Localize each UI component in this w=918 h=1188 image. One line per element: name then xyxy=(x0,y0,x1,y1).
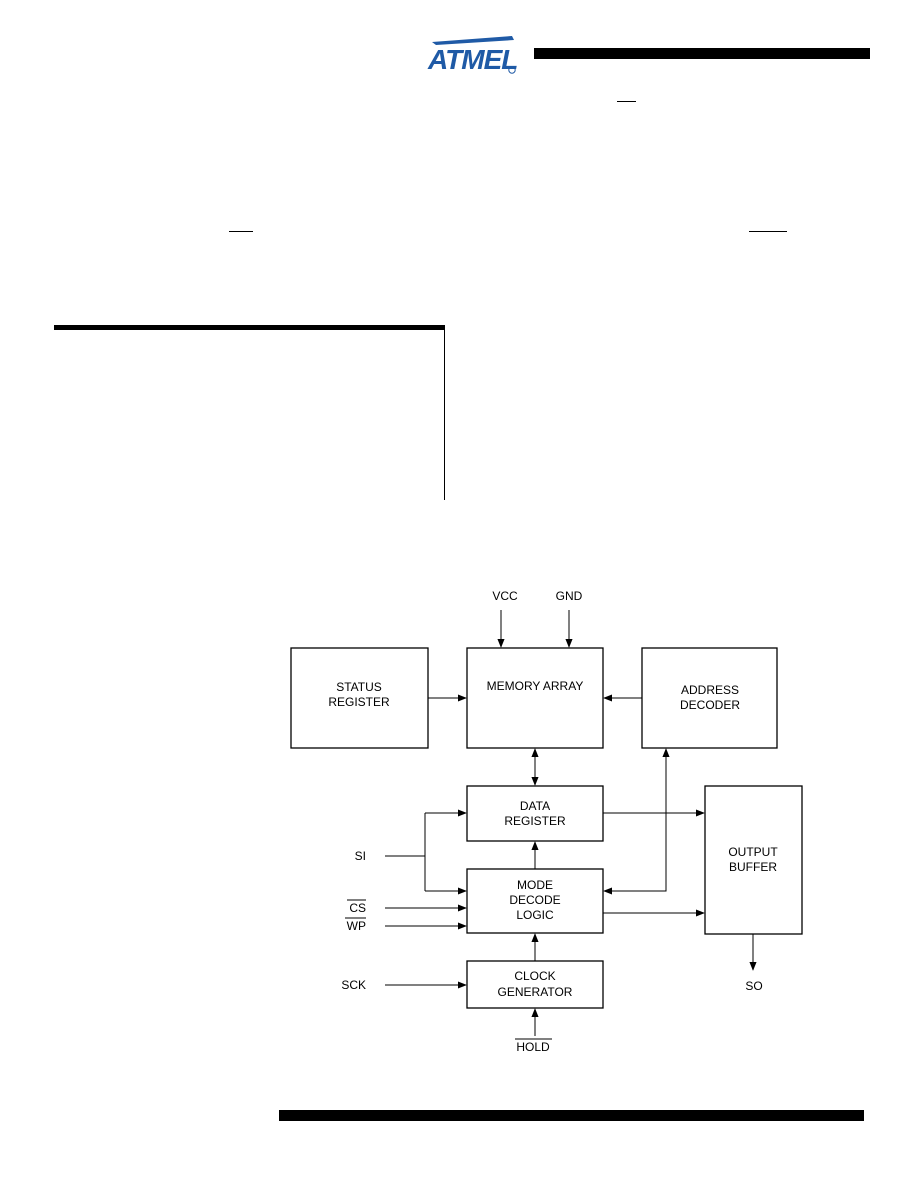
address-decoder-label-1: ADDRESS xyxy=(681,683,739,697)
overbar-fragment xyxy=(749,231,787,232)
sck-label: SCK xyxy=(341,978,366,992)
mode-decode-logic-block xyxy=(466,868,604,934)
cs-label: CS xyxy=(349,901,366,915)
memory-array-block xyxy=(466,647,604,749)
output-buffer-label-1: OUTPUT xyxy=(728,845,778,859)
gnd-label: GND xyxy=(556,589,583,603)
data-register-label-1: DATA xyxy=(520,799,550,813)
hold-label: HOLD xyxy=(516,1040,550,1054)
data-register-block xyxy=(466,785,604,842)
clock-generator-block xyxy=(466,960,604,1009)
address-mode-bidirectional-arrow xyxy=(603,748,670,895)
mode-decode-label-3: LOGIC xyxy=(516,908,554,922)
status-register-label-2: REGISTER xyxy=(328,695,390,709)
output-buffer-block xyxy=(704,785,803,935)
so-label: SO xyxy=(745,979,762,993)
mode-decode-label-1: MODE xyxy=(517,878,553,892)
section-rule xyxy=(54,325,445,330)
address-decoder-block xyxy=(641,647,778,749)
clock-generator-label-1: CLOCK xyxy=(514,969,555,983)
mode-decode-label-2: DECODE xyxy=(509,893,560,907)
atmel-logo: ATMEL xyxy=(424,32,518,76)
column-divider xyxy=(444,325,445,500)
clock-generator-label-2: GENERATOR xyxy=(498,985,573,999)
wp-label: WP xyxy=(347,919,366,933)
data-register-label-2: REGISTER xyxy=(504,814,566,828)
status-register-block xyxy=(290,647,429,749)
overbar-fragment xyxy=(617,101,636,102)
footer-rule xyxy=(279,1110,864,1121)
output-buffer-label-2: BUFFER xyxy=(729,860,777,874)
svg-text:ATMEL: ATMEL xyxy=(427,44,517,75)
overbar-fragment xyxy=(229,231,253,232)
vcc-label: VCC xyxy=(492,589,518,603)
si-label: SI xyxy=(355,849,366,863)
status-register-label-1: STATUS xyxy=(336,680,382,694)
memory-array-label: MEMORY ARRAY xyxy=(487,679,584,693)
address-decoder-label-2: DECODER xyxy=(680,698,740,712)
header-rule xyxy=(534,48,870,59)
